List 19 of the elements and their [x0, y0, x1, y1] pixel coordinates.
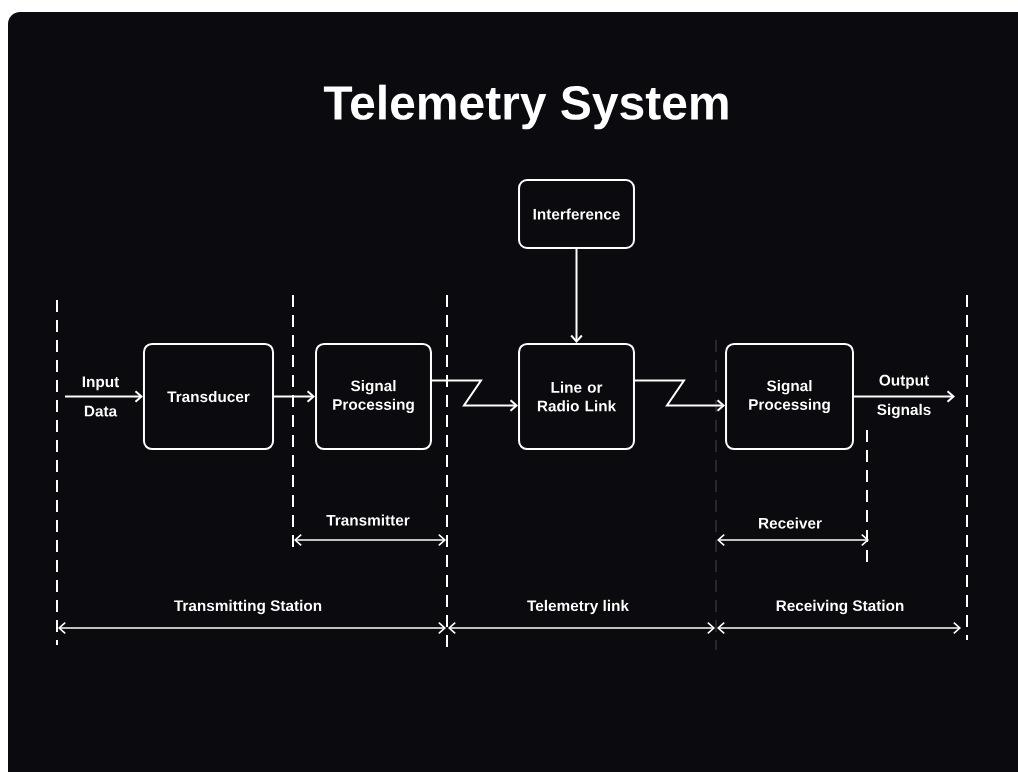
dimension-label: Transmitter — [326, 514, 410, 526]
edge-label: Input Data — [82, 376, 120, 417]
arrow — [64, 390, 143, 403]
dimension-label: Receiving Station — [776, 599, 904, 615]
dimension-label: Transmitting Station — [174, 599, 322, 615]
arrow — [852, 390, 955, 403]
process-box: Line or Radio Link — [518, 342, 635, 451]
title: Telemetry System — [323, 84, 728, 130]
dimension-label: Telemetry link — [527, 599, 629, 615]
arrow — [633, 379, 726, 412]
process-box: Signal Processing — [315, 342, 432, 451]
process-box: Transducer — [142, 342, 275, 451]
dimension-label: Receiver — [759, 517, 822, 529]
arrow — [273, 390, 316, 403]
arrow — [570, 248, 583, 343]
process-box: Signal Processing — [725, 342, 854, 451]
arrow — [430, 379, 519, 412]
edge-label: Output Signals — [877, 374, 931, 419]
process-box: Interference — [518, 179, 635, 249]
